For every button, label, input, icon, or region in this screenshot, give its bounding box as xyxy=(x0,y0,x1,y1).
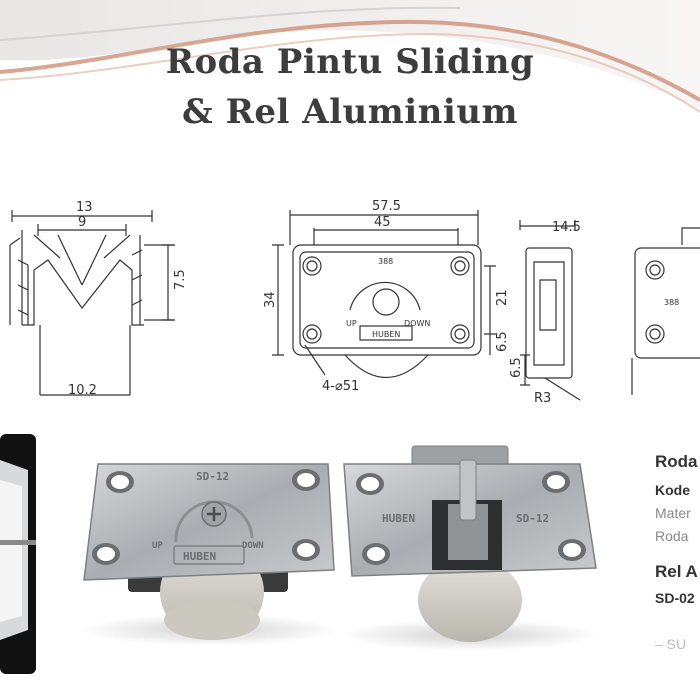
spec-roda-desc: Roda xyxy=(655,528,689,544)
spec-footer: – SU xyxy=(655,636,687,652)
roller-partial-drawing xyxy=(631,227,700,395)
spec-material: Mater xyxy=(655,505,691,521)
front-plate-number: 388 xyxy=(378,257,393,266)
partial-plate-number: 388 xyxy=(664,298,679,307)
spec-roda-title: Roda xyxy=(655,452,698,471)
background-wave xyxy=(0,0,700,113)
roller-photo-left: SD-12 UP DOWN HUBEN xyxy=(80,463,340,646)
spec-rel-title: Rel A xyxy=(655,562,698,581)
rail-dim-height: 7.5 xyxy=(173,269,188,290)
right-plate-model: SD-12 xyxy=(516,512,549,525)
right-plate-brand: HUBEN xyxy=(382,512,415,525)
left-plate-model: SD-12 xyxy=(196,470,229,483)
side-dim-bottom: 6.5 xyxy=(509,357,524,378)
side-dim-width: 14.5 xyxy=(552,220,581,235)
front-dim-right-upper: 21 xyxy=(495,289,510,306)
front-dim-width-outer: 57.5 xyxy=(372,199,401,214)
technical-drawings: 13 9 7.5 10.2 57.5 45 34 21 6.5 4-⌀51 38… xyxy=(9,199,700,406)
front-dim-width-inner: 45 xyxy=(374,215,391,230)
front-dim-height: 34 xyxy=(263,291,278,308)
product-photos: SD-12 UP DOWN HUBEN HUBEN SD-12 xyxy=(0,434,600,674)
front-label-down: DOWN xyxy=(404,319,430,328)
page-title-line-1: Roda Pintu Sliding xyxy=(165,42,535,82)
spec-rel-code: SD-02 xyxy=(655,590,695,606)
front-holes-label: 4-⌀51 xyxy=(322,379,359,394)
roller-photo-right: HUBEN SD-12 xyxy=(340,445,600,651)
rail-dim-top: 13 xyxy=(76,200,93,215)
rail-dim-bottom: 10.2 xyxy=(68,383,97,398)
spec-kode-label: Kode xyxy=(655,482,690,498)
rail-profile-drawing xyxy=(9,210,175,396)
rail-photo-inset xyxy=(0,434,36,674)
left-plate-down: DOWN xyxy=(242,541,264,551)
page-title-line-2: & Rel Aluminium xyxy=(182,92,518,132)
front-dim-right-lower: 6.5 xyxy=(495,331,510,352)
roller-front-drawing xyxy=(272,210,496,378)
rail-dim-inner: 9 xyxy=(78,215,86,230)
roller-side-drawing xyxy=(519,220,581,401)
front-label-up: UP xyxy=(346,319,357,328)
side-radius-label: R3 xyxy=(534,391,551,406)
left-plate-brand: HUBEN xyxy=(183,550,216,563)
front-brand-label: HUBEN xyxy=(372,330,400,339)
left-plate-up: UP xyxy=(152,541,163,551)
